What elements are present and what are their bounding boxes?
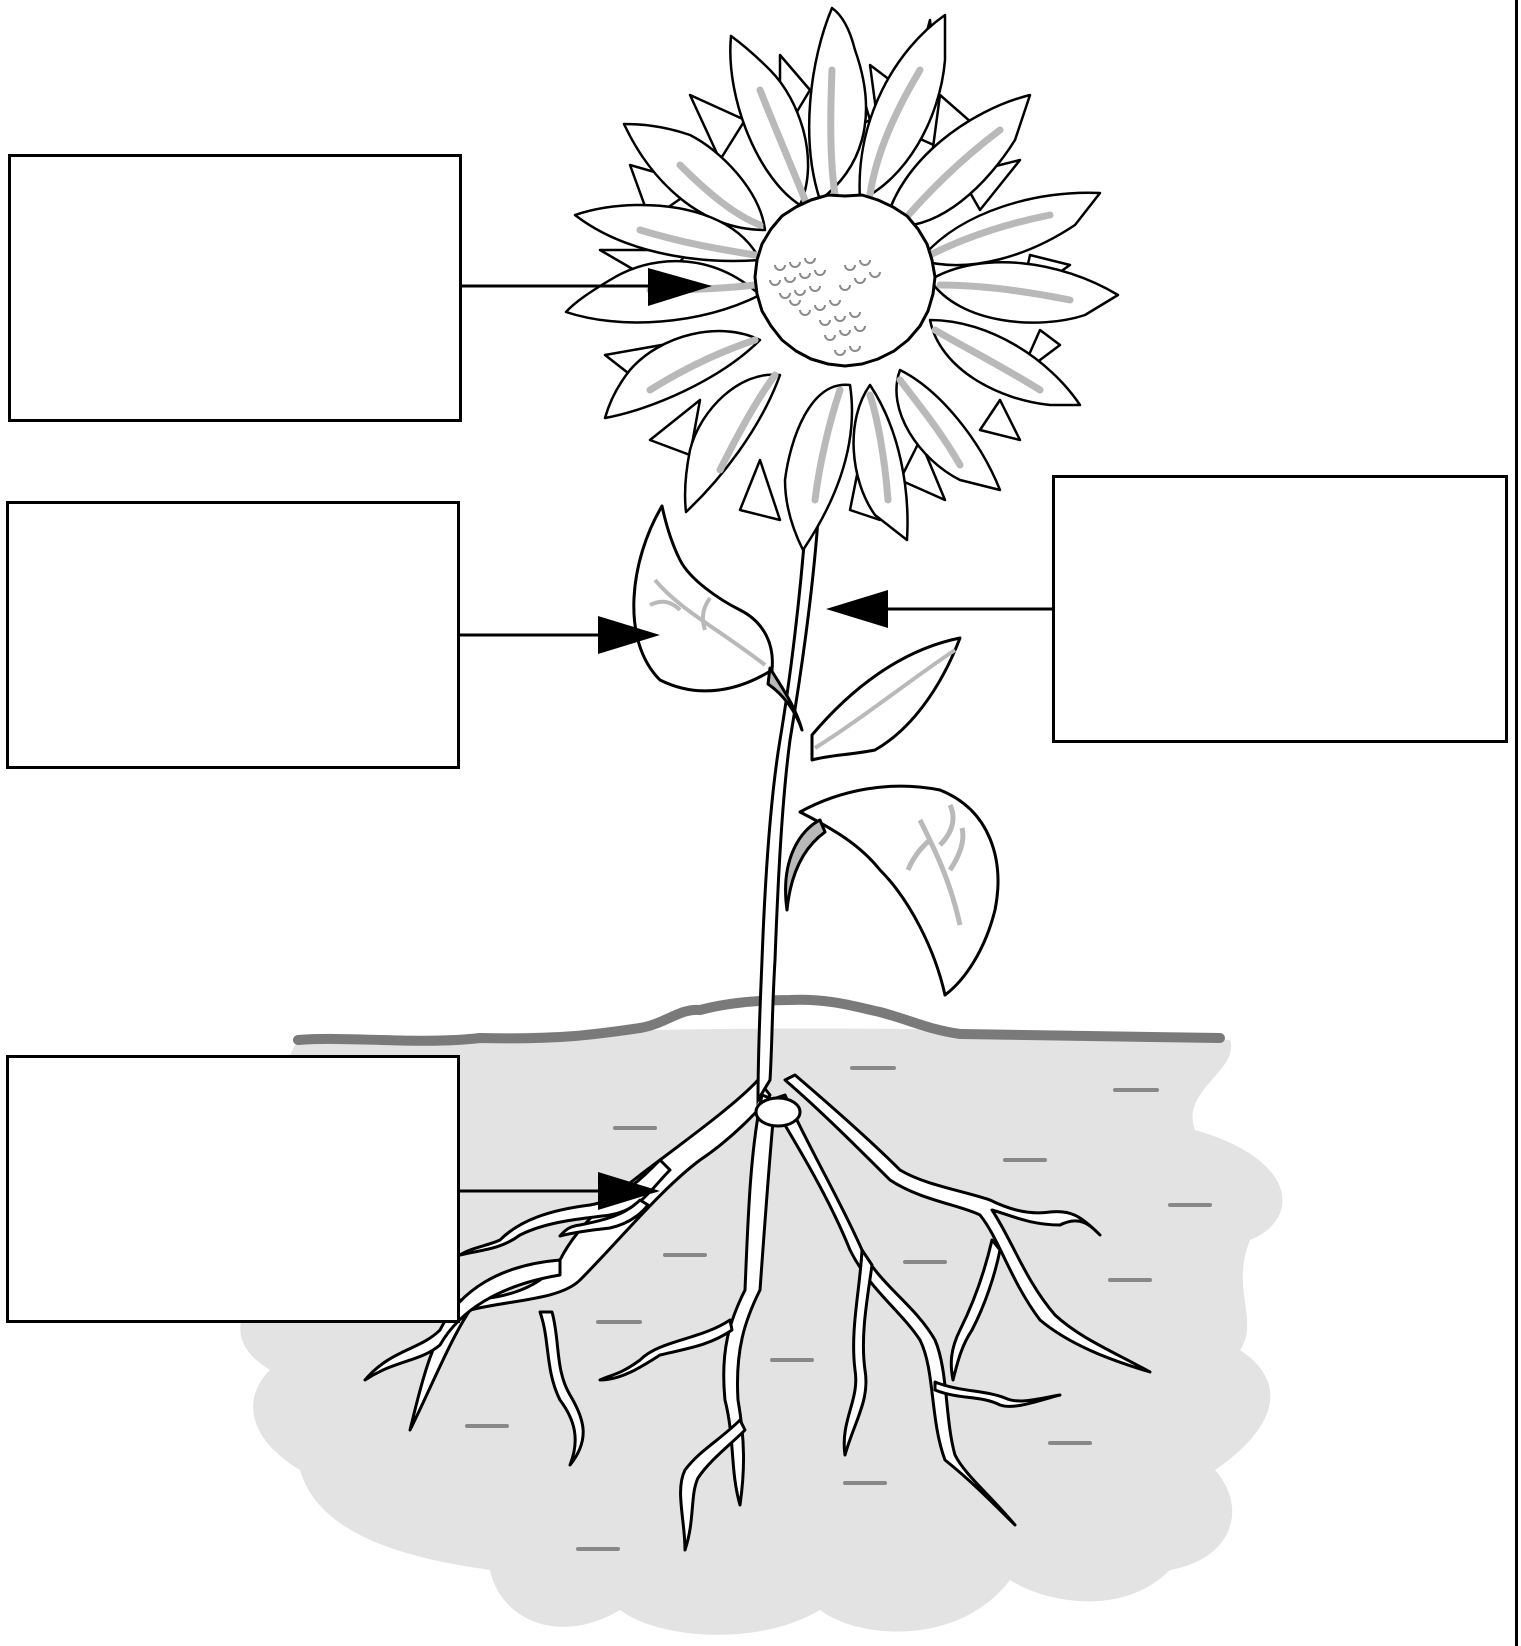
leaf-right-lower [800,786,998,995]
label-box-root[interactable] [6,1055,460,1323]
label-box-leaf[interactable] [6,501,460,769]
flower-center [755,195,935,366]
leaf-upper-left [634,506,773,691]
petal-right-lower [930,320,1080,405]
label-box-stem[interactable] [1052,475,1508,743]
leaves [634,506,998,995]
right-border-line [1515,0,1518,1646]
petal-top [809,8,866,200]
label-box-flower[interactable] [8,154,462,422]
arrowhead-icon [826,590,888,628]
root-crown [756,1098,800,1126]
leaf-right-lower-stalk [786,820,825,910]
